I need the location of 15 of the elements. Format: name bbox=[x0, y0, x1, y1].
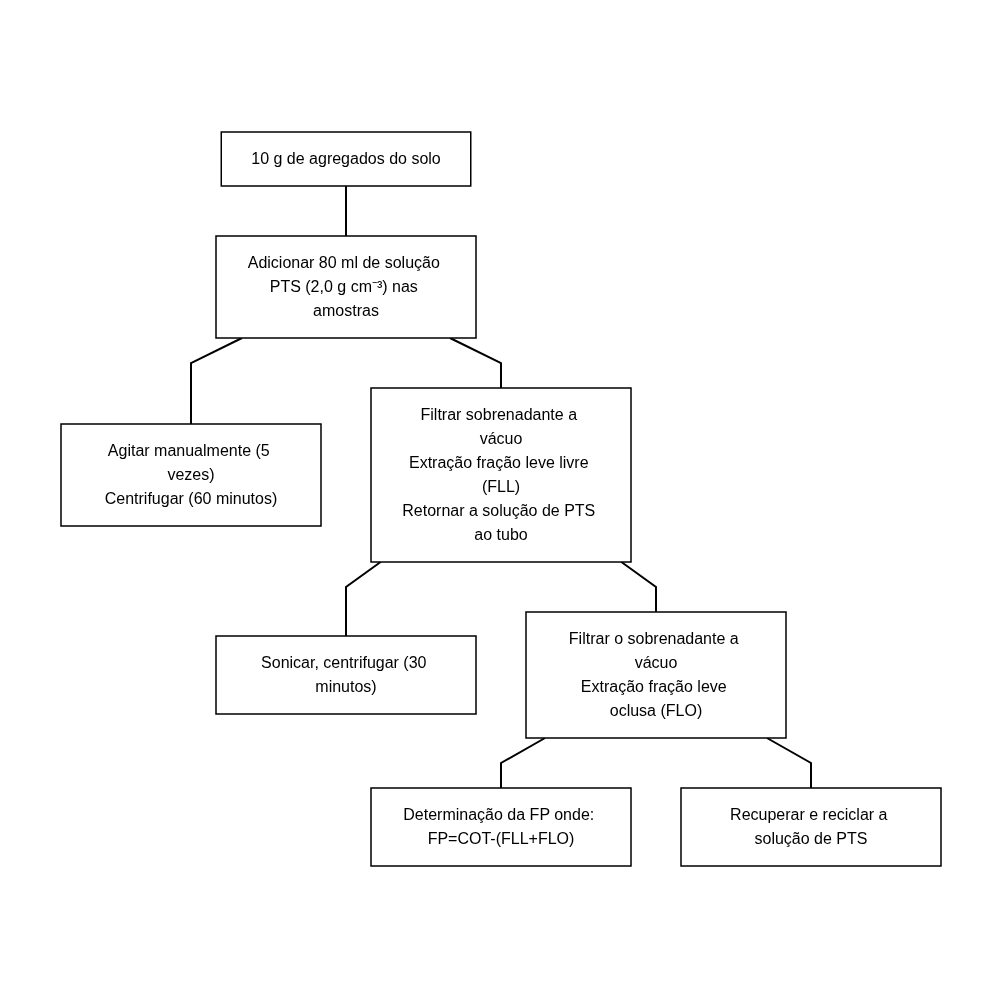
node-box: Filtrar sobrenadante a vácuo Extração fração leve livre (FLL) Retornar a solução de PTS ao tubo bbox=[369, 386, 632, 563]
node-box: 10 g de agregados do solo bbox=[220, 130, 471, 187]
node-box: Determinação da FP onde: FP=COT-(FLL+FLO) bbox=[369, 786, 632, 867]
connector bbox=[344, 184, 347, 237]
node-box: Adicionar 80 ml de solução PTS (2,0 g cm⁻³) nas amostras bbox=[214, 234, 477, 339]
node-box: Filtrar o sobrenadante a vácuo Extração fração leve oclusa (FLO) bbox=[524, 610, 787, 739]
node-box: Agitar manualmente (5 vezes) Centrifugar (60 minutos) bbox=[59, 422, 322, 527]
node-box: Recuperar e reciclar a solução de PTS bbox=[679, 786, 942, 867]
node-box: Sonicar, centrifugar (30 minutos) bbox=[214, 634, 477, 715]
connector bbox=[344, 560, 382, 637]
connector bbox=[765, 736, 812, 789]
connector bbox=[189, 336, 243, 425]
connector bbox=[448, 336, 502, 389]
connector bbox=[499, 736, 546, 789]
connector bbox=[619, 560, 657, 613]
